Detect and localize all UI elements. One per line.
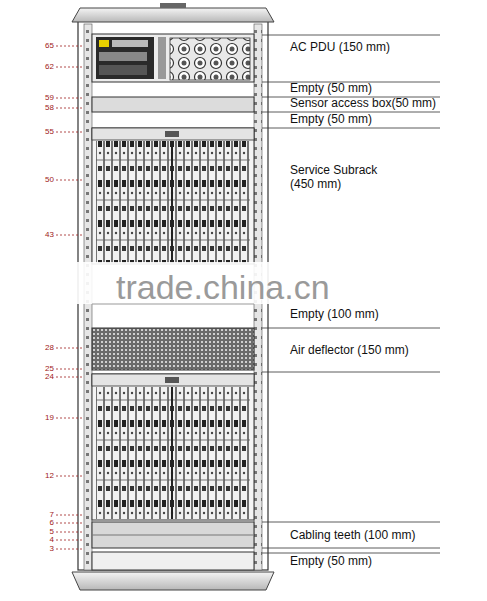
callout-number: 7 [28,510,54,519]
callout-number: 65 [28,41,54,50]
callout-number: 59 [28,93,54,102]
callout-number: 43 [28,230,54,239]
watermark: trade.china.cn [116,268,330,307]
callout-number: 6 [28,518,54,527]
callout-number: 24 [28,372,54,381]
callout-number: 5 [28,527,54,536]
section-label: Empty (50 mm) [290,82,372,96]
callout-number: 55 [28,127,54,136]
section-label: Empty (50 mm) [290,555,372,569]
section-label: Empty (50 mm) [290,113,372,127]
callout-number: 3 [28,544,54,553]
callout-number: 12 [28,471,54,480]
callout-number: 62 [28,62,54,71]
callout-number: 28 [28,343,54,352]
callout-number: 58 [28,103,54,112]
callout-number: 19 [28,413,54,422]
section-label: Service Subrack (450 mm) [290,164,400,192]
section-label: Air deflector (150 mm) [290,344,409,358]
section-label: AC PDU (150 mm) [290,41,390,55]
section-label: Cabling teeth (100 mm) [290,529,415,543]
section-label: Empty (100 mm) [290,308,379,322]
callout-number: 50 [28,175,54,184]
section-label: Sensor access box(50 mm) [290,97,436,111]
callout-number: 4 [28,535,54,544]
callout-number: 25 [28,364,54,373]
